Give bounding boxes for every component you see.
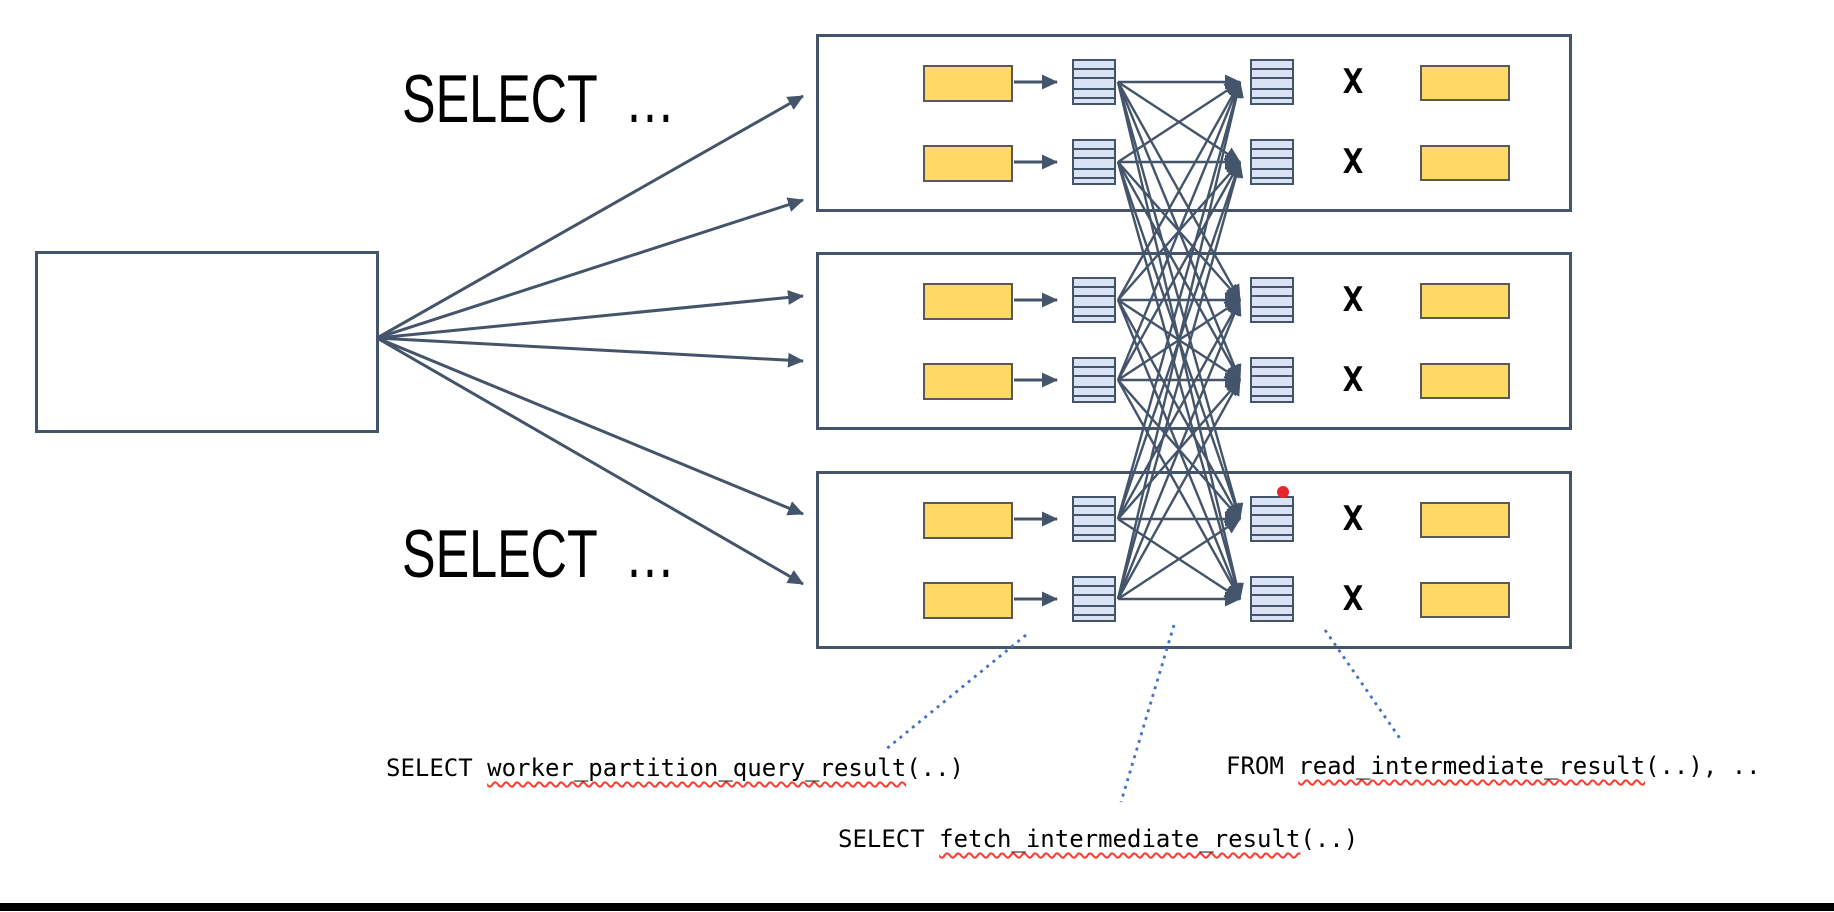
join-x-marker: X (1342, 360, 1364, 400)
shard-box (923, 502, 1013, 539)
shard-box (1420, 65, 1510, 101)
join-x-marker: X (1342, 142, 1364, 182)
slide-bottom-edge (0, 903, 1834, 911)
partitioned-result-box (1072, 576, 1116, 622)
intermediate-result-box (1250, 576, 1294, 622)
sql-function-name: fetch_intermediate_result (939, 825, 1301, 853)
worker-node-box-2: X X (816, 252, 1572, 430)
intermediate-result-box (1250, 139, 1294, 185)
shard-box (1420, 145, 1510, 181)
shard-box (1420, 502, 1510, 538)
arrow-coordinator-to-worker (376, 336, 804, 516)
shard-box (1420, 582, 1510, 618)
arrow-coordinator-to-worker (376, 290, 804, 340)
sql-args: (..) (1300, 825, 1359, 853)
sql-keyword: FROM (1226, 752, 1299, 780)
shard-box (923, 582, 1013, 619)
callout-line (884, 633, 1027, 752)
callout-line (1119, 624, 1176, 803)
partitioned-result-box (1072, 59, 1116, 105)
sql-function-name: read_intermediate_result (1298, 752, 1646, 780)
annotation-fetch-intermediate-result: SELECT fetch_intermediate_result(..) (838, 824, 1358, 854)
sql-keyword: SELECT (838, 825, 940, 853)
annotation-worker-partition-query: SELECT worker_partition_query_result(..) (386, 753, 964, 783)
intermediate-result-box (1250, 357, 1294, 403)
red-dot-marker (1277, 486, 1289, 498)
shard-box (923, 283, 1013, 320)
intermediate-result-box (1250, 496, 1294, 542)
query-label-top: SELECT … (402, 61, 676, 137)
worker-node-box-3: X X (816, 471, 1572, 649)
shard-box (1420, 283, 1510, 319)
intermediate-result-box (1250, 59, 1294, 105)
sql-args: (..), .. (1645, 752, 1761, 780)
shard-box (923, 363, 1013, 400)
join-x-marker: X (1342, 499, 1364, 539)
sql-keyword: SELECT (386, 754, 488, 782)
sql-function-name: worker_partition_query_result (487, 754, 907, 782)
partitioned-result-box (1072, 496, 1116, 542)
sql-args: (..) (906, 754, 964, 782)
query-label-bottom: SELECT … (402, 516, 676, 592)
partitioned-result-box (1072, 357, 1116, 403)
shard-box (1420, 363, 1510, 399)
shard-box (923, 65, 1013, 102)
arrow-coordinator-to-worker (376, 197, 804, 340)
arrow-coordinator-to-worker (376, 336, 804, 368)
intermediate-result-box (1250, 277, 1294, 323)
coordinator-node-box (35, 251, 379, 433)
partitioned-result-box (1072, 277, 1116, 323)
annotation-read-intermediate-result: FROM read_intermediate_result(..), .. (1226, 751, 1761, 781)
shard-box (923, 145, 1013, 182)
partitioned-result-box (1072, 139, 1116, 185)
join-x-marker: X (1342, 280, 1364, 320)
join-x-marker: X (1342, 62, 1364, 102)
join-x-marker: X (1342, 579, 1364, 619)
worker-node-box-1: X X (816, 34, 1572, 212)
